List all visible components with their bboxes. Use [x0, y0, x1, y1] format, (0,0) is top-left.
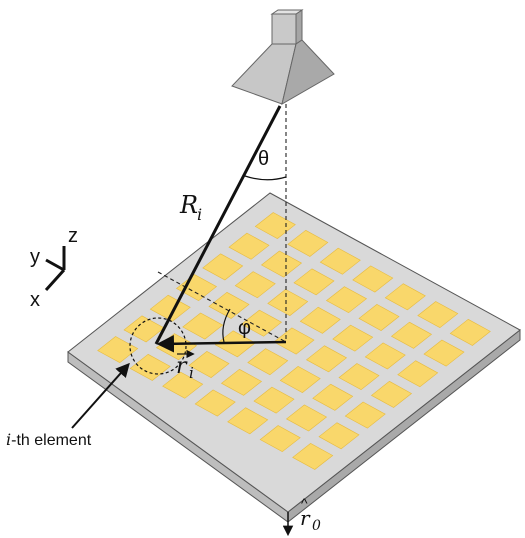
patch-element	[194, 389, 236, 417]
patch-element	[234, 271, 276, 299]
patch-element	[228, 232, 270, 260]
x-axis	[44, 268, 66, 292]
horn-waveguide-side	[295, 9, 303, 45]
horn-waveguide-top	[270, 9, 304, 15]
horn-flare-right	[281, 39, 335, 106]
axis-label-y: y	[30, 246, 40, 268]
patch-element	[285, 404, 328, 432]
patch-element	[227, 407, 269, 435]
geometry-lines	[71, 104, 294, 537]
patch-element	[319, 247, 361, 275]
theta-arc	[244, 175, 287, 181]
label-element-index: i	[6, 430, 11, 449]
patch-element	[384, 283, 426, 311]
y-axis	[45, 258, 65, 272]
patch-element	[202, 253, 244, 281]
patch-element	[312, 383, 354, 411]
patch-element	[449, 318, 491, 346]
patch-element	[267, 289, 309, 316]
coordinate-axes: z y x	[30, 225, 78, 311]
patch-element	[332, 324, 374, 352]
label-position-subscript: i	[189, 364, 194, 382]
label-position-vector: r	[176, 354, 188, 379]
patch-element	[305, 345, 348, 373]
patch-elements	[97, 212, 491, 470]
patch-element	[338, 363, 380, 391]
patch-element	[279, 366, 321, 393]
position-vector	[156, 335, 287, 353]
patch-element	[175, 274, 218, 302]
patch-element	[364, 342, 406, 370]
axis-label-x: x	[30, 289, 40, 311]
patch-element	[188, 351, 230, 378]
patch-element	[247, 348, 289, 376]
label-phi: φ	[238, 317, 251, 339]
label-range-subscript: i	[197, 205, 202, 224]
patch-element	[423, 339, 465, 367]
label-theta: θ	[258, 148, 269, 170]
patch-element	[417, 301, 459, 329]
range-vector-line	[154, 105, 282, 345]
patch-element	[293, 268, 335, 296]
patch-element	[182, 312, 224, 340]
boresight-hat: ^	[301, 495, 308, 511]
projection-dashed-1	[157, 271, 287, 343]
patch-element	[370, 380, 413, 408]
patch-element	[299, 306, 341, 334]
patch-element	[260, 250, 303, 278]
patch-element	[352, 265, 394, 293]
patch-element	[273, 327, 315, 355]
label-range: R	[179, 191, 198, 219]
label-element-text: -th element	[11, 432, 92, 449]
patch-element	[259, 425, 301, 453]
patch-element	[162, 371, 204, 399]
labels: θ R i φ r i i-th element r 0 ^	[6, 148, 321, 534]
patch-element	[287, 229, 329, 257]
horn-waveguide-front	[271, 13, 297, 45]
element-highlight-circle	[129, 317, 187, 375]
patch-element	[254, 212, 296, 239]
patch-element	[325, 286, 368, 314]
patch-element	[220, 368, 263, 396]
patch-element	[208, 291, 250, 319]
patch-element	[397, 360, 439, 388]
patch-element	[240, 309, 283, 337]
label-element: i-th element	[6, 430, 92, 449]
patch-element	[390, 321, 433, 349]
patch-element	[358, 304, 400, 331]
patch-element	[123, 315, 165, 343]
patch-element	[318, 422, 360, 450]
patch-element	[253, 386, 295, 414]
label-boresight-subscript: 0	[312, 518, 321, 534]
feed-horn	[231, 9, 335, 106]
axis-label-z: z	[68, 225, 78, 247]
patch-element	[149, 294, 191, 322]
phi-arc	[222, 308, 231, 343]
patch-element	[292, 443, 334, 470]
patch-element	[344, 401, 386, 429]
label-boresight-vector: r	[300, 506, 311, 530]
element-pointer-arrow	[71, 362, 130, 429]
